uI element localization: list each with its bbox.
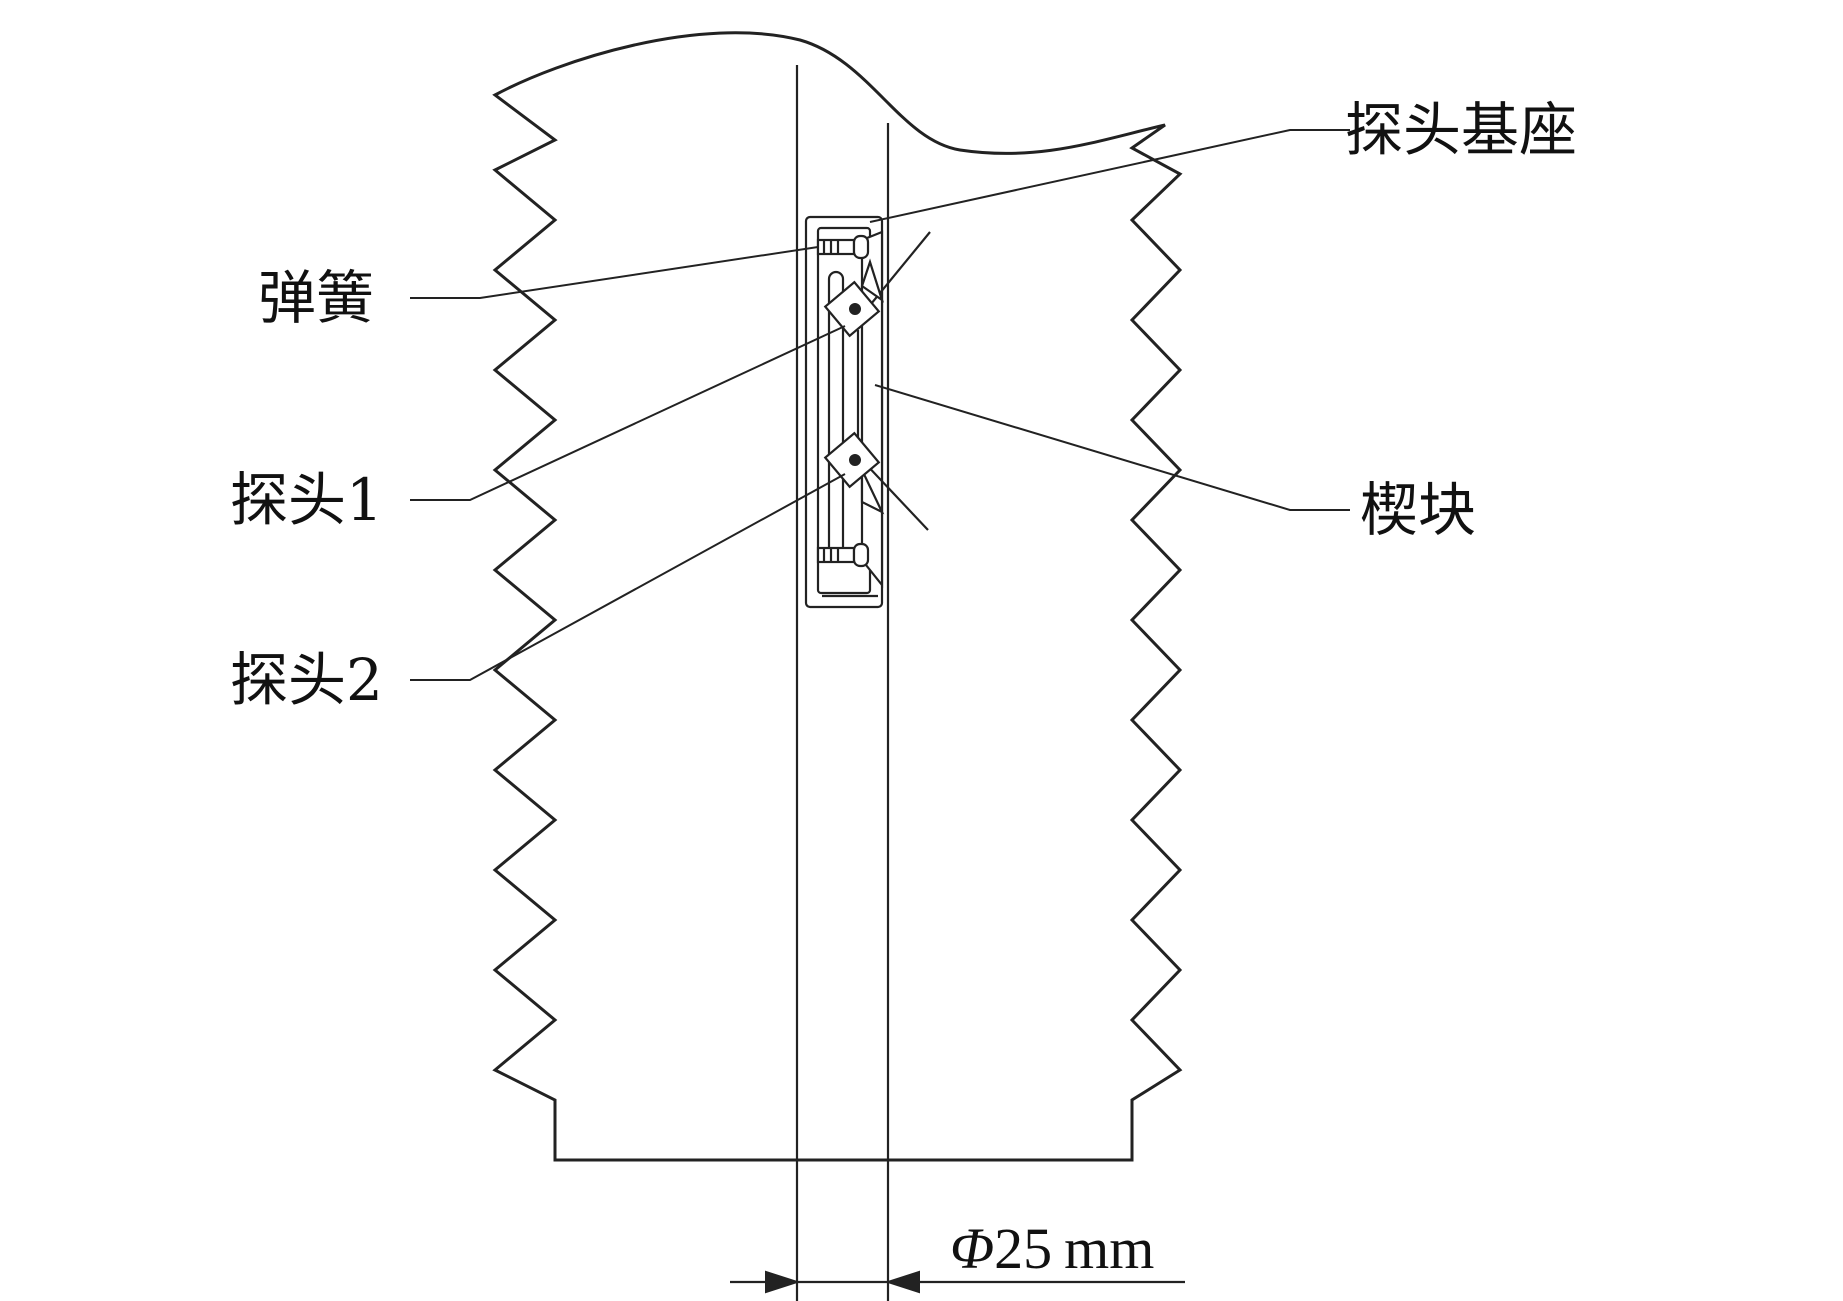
leader-wedge bbox=[874, 384, 1350, 511]
label-probe-base: 探头基座 bbox=[1345, 96, 1577, 164]
leader-probe-1 bbox=[410, 325, 846, 501]
dimension-arrow-right bbox=[884, 1270, 920, 1294]
label-probe-1: 探头1 bbox=[230, 466, 383, 534]
dimension-symbol: Φ bbox=[950, 1216, 994, 1281]
dimension-value: 25 bbox=[994, 1216, 1052, 1281]
leader-probe-base bbox=[869, 129, 1350, 223]
dimension-arrow-left bbox=[765, 1270, 801, 1294]
probe-1 bbox=[823, 231, 931, 338]
leader-probe-2 bbox=[410, 473, 846, 681]
label-wedge: 楔块 bbox=[1360, 476, 1476, 544]
dimension-unit: mm bbox=[1064, 1216, 1154, 1281]
label-spring: 弹簧 bbox=[258, 264, 374, 332]
probe-2 bbox=[823, 431, 929, 531]
leader-spring bbox=[410, 246, 819, 299]
upper-spring bbox=[816, 234, 870, 260]
label-probe-2: 探头2 bbox=[230, 646, 383, 714]
lower-spring bbox=[816, 542, 870, 568]
